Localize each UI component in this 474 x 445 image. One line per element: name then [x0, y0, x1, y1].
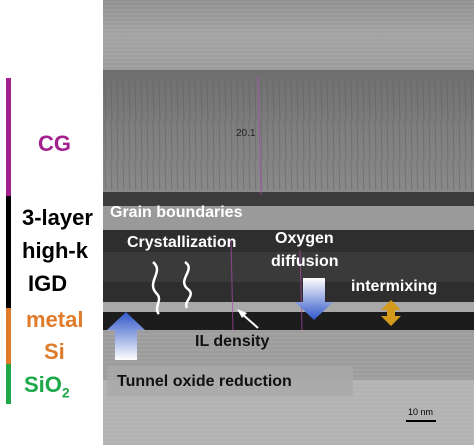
- diffusion-label: diffusion: [271, 253, 339, 270]
- tem-micrograph: [103, 0, 474, 445]
- sio2-label: SiO2: [24, 372, 70, 405]
- intermixing-arrow: [381, 300, 401, 326]
- tunnel-oxide-arrow: [107, 312, 145, 360]
- oxygen-label: Oxygen: [275, 230, 334, 247]
- grain-boundary-curve-1: [151, 261, 161, 315]
- high-k-label-line3: IGD: [28, 271, 68, 296]
- guide-line-3: [299, 249, 303, 331]
- tem-image: [103, 0, 474, 445]
- il-density-arrowhead: [237, 309, 247, 318]
- il-band: [103, 302, 474, 312]
- sio2-subscript: 2: [61, 384, 70, 401]
- tunnel-oxide-label: Tunnel oxide reduction: [117, 373, 292, 390]
- sio2-bar: [6, 364, 11, 404]
- high-k-label-line2: high-k: [22, 238, 88, 263]
- metal-label: metal: [26, 307, 84, 332]
- image-number: 20.1: [236, 128, 256, 139]
- si-label: Si: [44, 339, 65, 364]
- grain-boundaries-label: Grain boundaries: [110, 204, 243, 221]
- guide-line-2: [230, 239, 234, 331]
- intermixing-label: intermixing: [351, 278, 438, 295]
- guide-line-1: [257, 74, 262, 196]
- high-k-label-line1: 3-layer: [22, 205, 93, 230]
- tunnel-oxide-box: [107, 366, 353, 396]
- top-texture: [103, 0, 474, 70]
- oxygen-diffusion-arrow: [295, 278, 333, 320]
- metal-band: [103, 312, 474, 330]
- cg-bottom-band: [103, 192, 474, 206]
- metal-si-bar: [6, 308, 11, 364]
- crystallization-label: Crystallization: [127, 234, 237, 251]
- high-k-bar: [6, 196, 11, 308]
- cg-grain-texture: [103, 80, 474, 190]
- il-density-label: IL density: [195, 333, 270, 350]
- cg-label: CG: [38, 131, 71, 156]
- cg-bar: [6, 78, 11, 196]
- high-k-middle: [103, 252, 474, 282]
- scale-bar-label: 10 nm: [408, 407, 434, 417]
- grain-boundary-curve-2: [182, 260, 192, 309]
- light-band: [103, 206, 474, 230]
- sio2-text: SiO: [24, 372, 62, 397]
